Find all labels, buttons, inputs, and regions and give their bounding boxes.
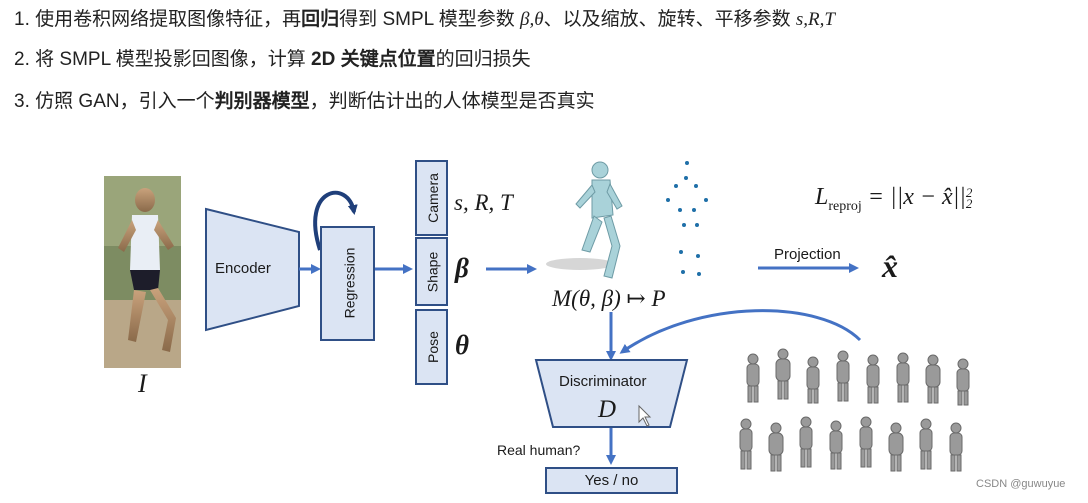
loss-subscript: reproj [828,198,862,214]
regression-label: Regression [341,247,358,319]
bullet-num: 2. [14,49,30,70]
bullet-math: β,θ [520,9,544,30]
discriminator-symbol: D [598,396,617,423]
bullet-bold: 回归 [301,9,340,30]
bullet-text: 使用卷积网络提取图像特征，再 [35,9,302,30]
camera-param-box: Camera [415,160,448,236]
bullet-1: 1. 使用卷积网络提取图像特征，再回归得到 SMPL 模型参数 β,θ、以及缩放… [14,4,835,31]
projection-label: Projection [774,246,841,263]
encoder-block [205,207,300,332]
bullet-3: 3. 仿照 GAN，引入一个判别器模型，判断估计出的人体模型是否真实 [14,86,595,113]
pose-label: Pose [425,331,441,363]
bullet-bold: 2D 关键点位置 [311,49,436,70]
bullet-math: s,R,T [795,9,835,30]
bullet-text: 的回归损失 [435,49,531,70]
loss-superscript: 2 [965,185,973,201]
bullet-num: 3. [14,91,30,112]
shape-symbol: β [455,253,469,283]
loss-equation: = ||x − x̂|| [861,184,966,210]
keypoint-dots [666,161,708,276]
xhat-symbol: x̂ [882,248,898,284]
output-box: Yes / no [545,467,678,494]
bullet-text: 、以及缩放、旋转、平移参数 [543,9,796,30]
cursor-icon [638,404,652,427]
smpl-mapping-formula: M(θ, β) ↦ P [552,286,666,311]
bullet-text: 仿照 GAN，引入一个 [35,91,215,112]
regression-block: Regression [320,226,375,341]
output-label: Yes / no [584,472,639,489]
mocap-body-shapes [739,348,970,472]
iterative-loop-arrow [313,190,358,251]
bullet-text: 得到 SMPL 模型参数 [339,9,521,30]
discriminator-label: Discriminator [559,373,647,390]
pose-symbol: θ [455,330,470,360]
smpl-mesh-figure [546,161,623,279]
mocap-to-discriminator-arrow [619,309,862,354]
input-image [104,176,181,368]
loss-symbol: L [815,184,829,210]
shape-label: Shape [424,251,441,293]
input-image-label: I [138,369,147,398]
watermark: CSDN @guwuyue [976,478,1066,490]
loss-norm-subscript: 2 [965,196,973,212]
bullet-num: 1. [14,9,30,30]
pose-param-box: Pose [415,309,448,385]
bullet-2: 2. 将 SMPL 模型投影回图像，计算 2D 关键点位置的回归损失 [14,44,531,71]
real-human-question: Real human? [497,442,581,458]
encoder-label: Encoder [215,260,271,277]
bullet-bold: 判别器模型 [214,91,310,112]
shape-param-box: Shape [415,237,448,306]
camera-label: Camera [425,173,441,223]
bullet-text: ，判断估计出的人体模型是否真实 [309,91,595,112]
bullet-text: 将 SMPL 模型投影回图像，计算 [35,49,312,70]
discriminator-block [534,359,689,428]
camera-params-text: s, R, T [454,190,513,215]
